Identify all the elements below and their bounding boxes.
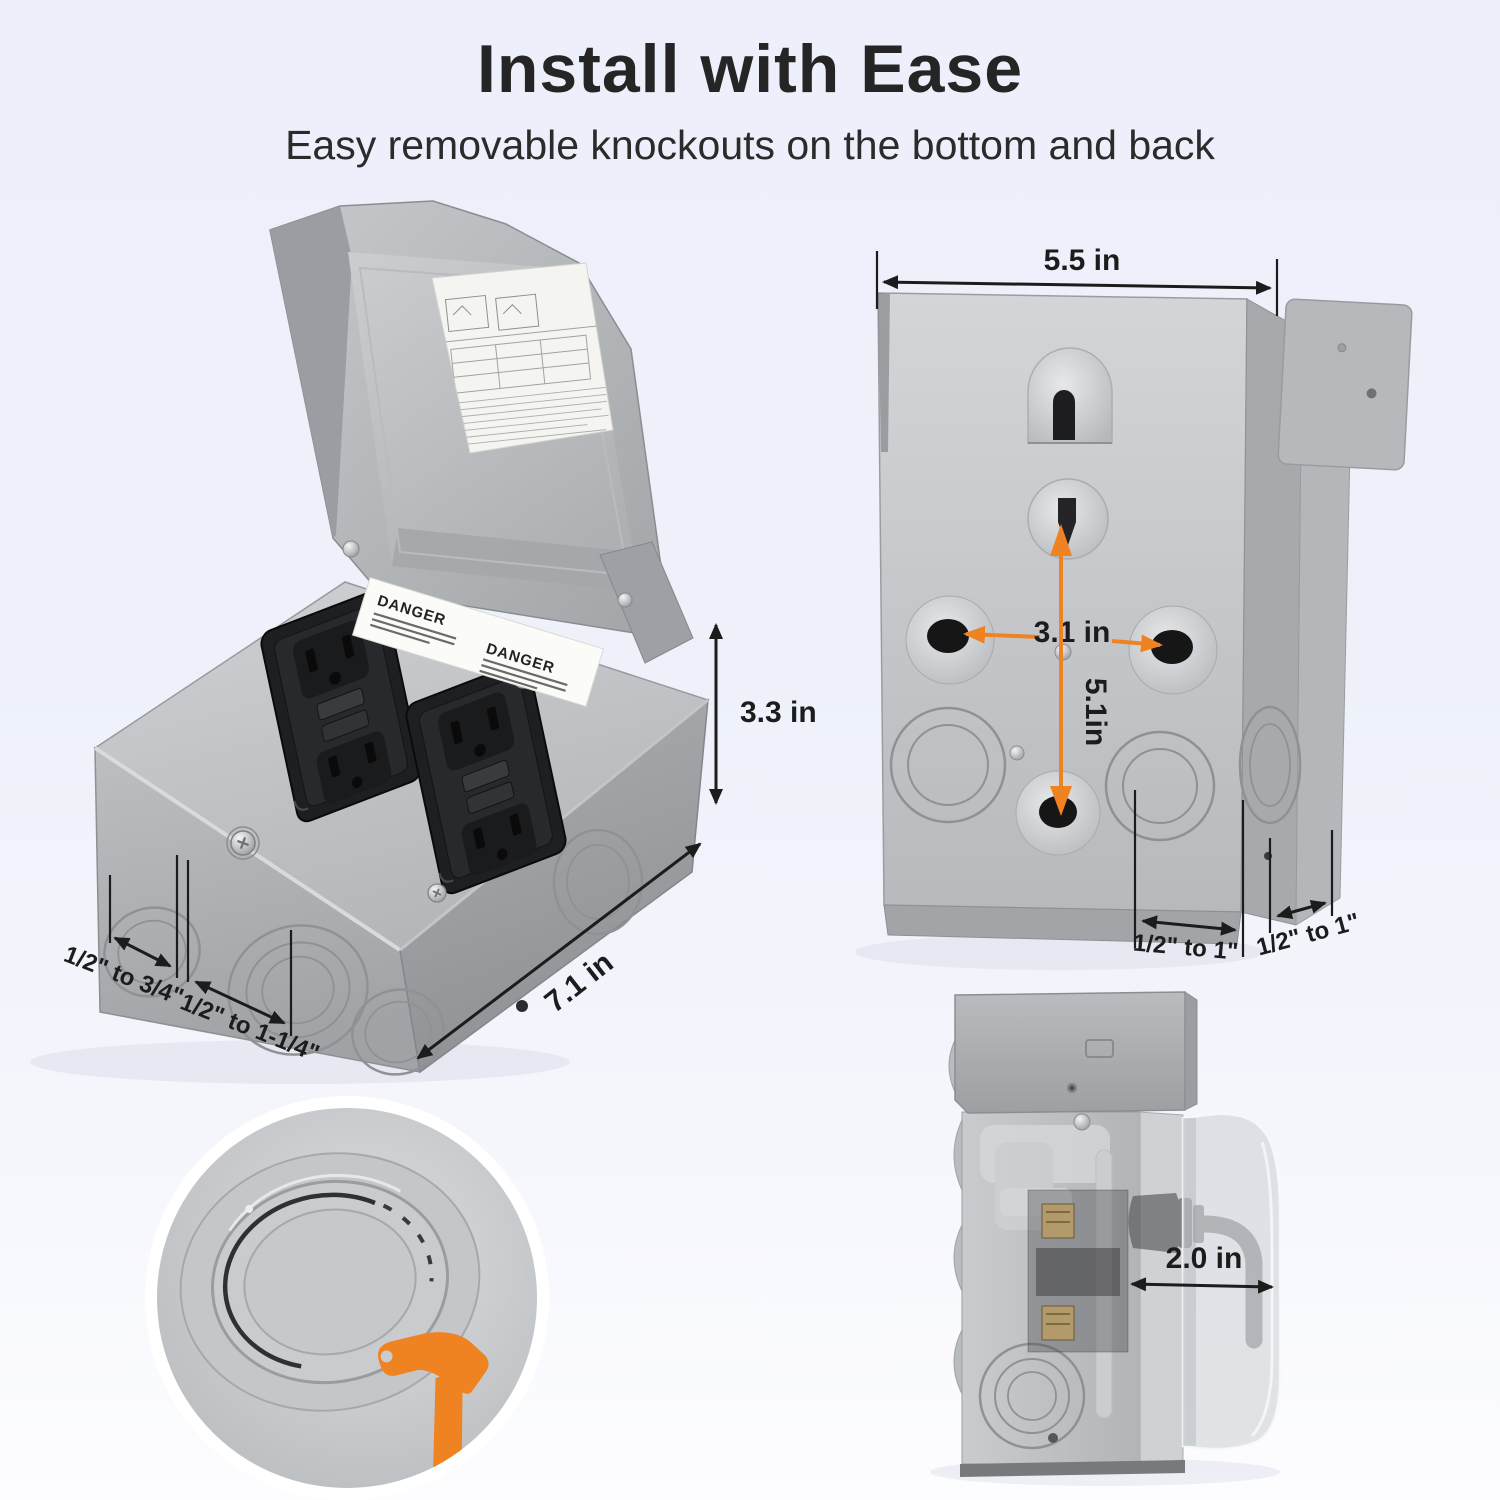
- dim-height-text: 3.3 in: [740, 696, 817, 729]
- top-cap: [954, 991, 1198, 1114]
- hammer-icon: [378, 1332, 489, 1488]
- shadow: [855, 934, 1265, 970]
- dim-hole-spacing-vertical: 5.1in: [1050, 524, 1112, 816]
- knockout-ring: [889, 706, 1007, 824]
- dim-hole-horizontal-text: 3.1 in: [1034, 616, 1111, 649]
- rivet: [1009, 745, 1025, 761]
- open-lid: [269, 200, 694, 664]
- molded-channels: [980, 1125, 1113, 1419]
- knockout-ring: [1104, 730, 1216, 842]
- dim-back-width-text: 5.5 in: [1044, 244, 1121, 277]
- front-edge-strip: [1139, 1111, 1184, 1465]
- hanging-bracket: [1277, 298, 1413, 471]
- mounting-hole-bottom: [1015, 770, 1101, 856]
- mounting-hole-left: [905, 595, 995, 685]
- dim-back-width: 5.5 in: [875, 244, 1279, 316]
- dim-cover-depth: 2.0 in: [1130, 1242, 1274, 1294]
- page-subtitle: Easy removable knockouts on the bottom a…: [285, 122, 1215, 168]
- screw-hole: [1048, 1433, 1058, 1443]
- translucent-cover: [1181, 1112, 1282, 1451]
- instruction-label: [431, 262, 614, 454]
- score-dashes: [382, 1203, 434, 1282]
- hinge-rivet: [617, 592, 633, 608]
- knockout-inset: [145, 1096, 549, 1500]
- pilot-hole: [516, 1000, 528, 1012]
- mounting-bolt: [226, 826, 260, 860]
- rivet: [1073, 1113, 1091, 1131]
- back-view: 5.5 in 3.1 in 5.1in 1/2" to 1": [875, 244, 1413, 966]
- dim-hole-spacing-horizontal: 3.1 in: [963, 616, 1163, 653]
- score-line: [222, 1192, 376, 1369]
- open-box-view: DANGER DANGER 3.3 in 7.1 in: [60, 200, 817, 1076]
- hinge-rivet: [342, 540, 360, 558]
- keyhole-dimple: [1027, 478, 1109, 560]
- hanging-slot: [1027, 347, 1113, 444]
- mounting-hole-right: [1128, 605, 1218, 695]
- hinge-arm: [599, 541, 694, 664]
- dim-cover-depth-text: 2.0 in: [1166, 1242, 1243, 1275]
- molded-logo: [1085, 1039, 1114, 1058]
- danger-label: DANGER DANGER: [351, 577, 605, 707]
- knockout-ring-side: [1238, 705, 1302, 825]
- bottom-edge: [960, 1460, 1185, 1477]
- dim-hole-vertical-text: 5.1in: [1079, 678, 1112, 746]
- dim-box-height: 3.3 in: [709, 623, 817, 805]
- page-title: Install with Ease: [476, 31, 1024, 107]
- ghost-breaker: [1027, 1189, 1129, 1353]
- knockout-ring: [978, 1342, 1086, 1450]
- side-view: 2.0 in: [948, 991, 1282, 1477]
